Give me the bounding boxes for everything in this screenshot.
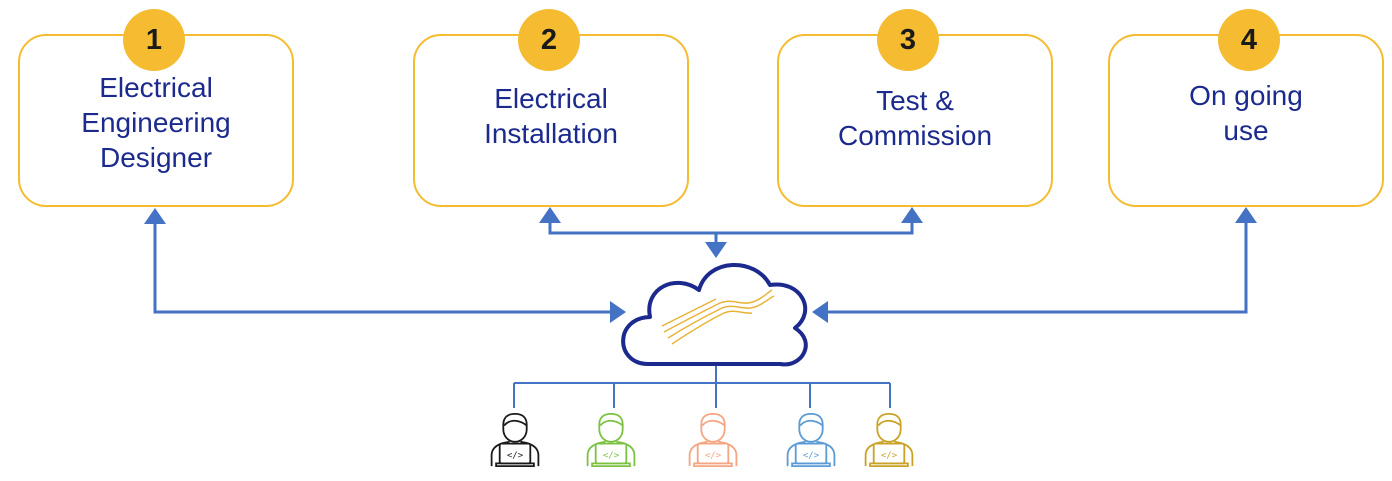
step-4-label-line: On going — [1189, 80, 1303, 111]
cloud-icon — [621, 262, 808, 367]
developer-icon-4 — [786, 412, 836, 468]
connector-step-1 — [153, 222, 612, 314]
developer-icon-5 — [864, 412, 914, 468]
developer-icon-2 — [586, 412, 636, 468]
step-1-label: Electrical Engineering Designer — [18, 66, 294, 178]
arrowhead-up-step-2 — [539, 207, 561, 223]
step-2-label-line: Electrical — [494, 83, 608, 114]
cloud-waveform-lines — [661, 289, 775, 345]
step-3-label-line: Test & — [876, 85, 954, 116]
step-2-label: Electrical Installation — [413, 60, 689, 172]
step-1-label-line: Designer — [99, 141, 213, 173]
step-1-badge: 1 — [123, 9, 185, 71]
step-1-label-line: Electrical — [99, 71, 213, 103]
step-3-badge: 3 — [877, 9, 939, 71]
arrowhead-up-step-3 — [901, 207, 923, 223]
arrowhead-right-to-cloud — [610, 301, 626, 323]
arrowhead-up-step-4 — [1235, 207, 1257, 223]
connector-step-4 — [826, 222, 1248, 314]
step-3-label-line: Commission — [837, 120, 993, 151]
arrowhead-down-to-cloud — [705, 242, 727, 258]
step-4-label-line: use — [1223, 115, 1269, 146]
step-2-label-line: Installation — [484, 118, 618, 149]
step-4-badge: 4 — [1218, 9, 1280, 71]
developer-icon-3 — [688, 412, 738, 468]
arrowhead-left-to-cloud — [812, 301, 828, 323]
step-4-label: On going use — [1108, 57, 1384, 169]
step-2-badge: 2 — [518, 9, 580, 71]
step-3-label: Test & Commission — [777, 62, 1053, 174]
connector-step-2-3 — [548, 220, 914, 244]
arrowhead-up-step-1 — [144, 208, 166, 224]
step-1-label-line: Engineering — [81, 106, 231, 138]
developer-icon-1 — [490, 412, 540, 468]
